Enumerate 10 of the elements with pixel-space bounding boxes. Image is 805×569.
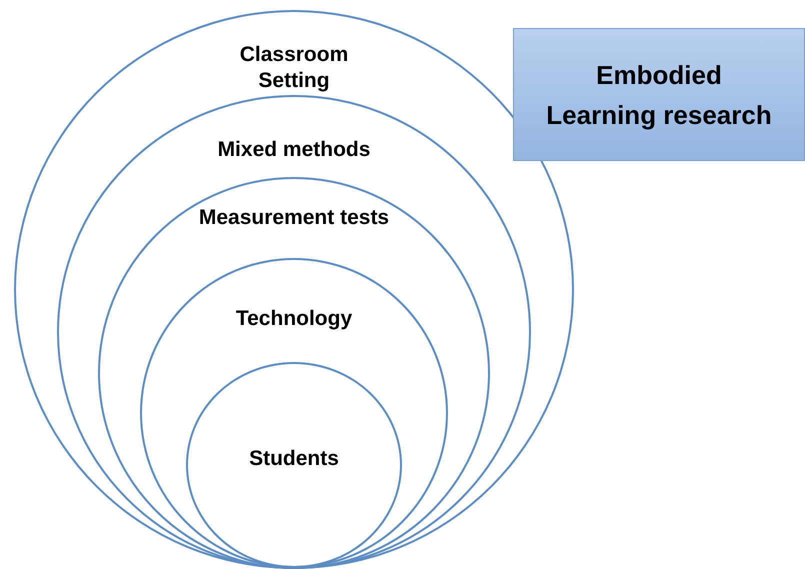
nested-circle bbox=[140, 258, 448, 568]
circle-label: Mixed methods bbox=[216, 137, 372, 163]
title-box bbox=[513, 28, 805, 161]
circle-label: Measurement tests bbox=[198, 205, 390, 231]
nested-circle bbox=[98, 177, 490, 569]
circle-label: Classroom Setting bbox=[238, 42, 350, 94]
title-text: Embodied Learning research bbox=[545, 58, 773, 132]
circle-label: Technology bbox=[234, 306, 354, 332]
nested-circle bbox=[186, 362, 402, 568]
circle-label: Students bbox=[248, 446, 340, 472]
